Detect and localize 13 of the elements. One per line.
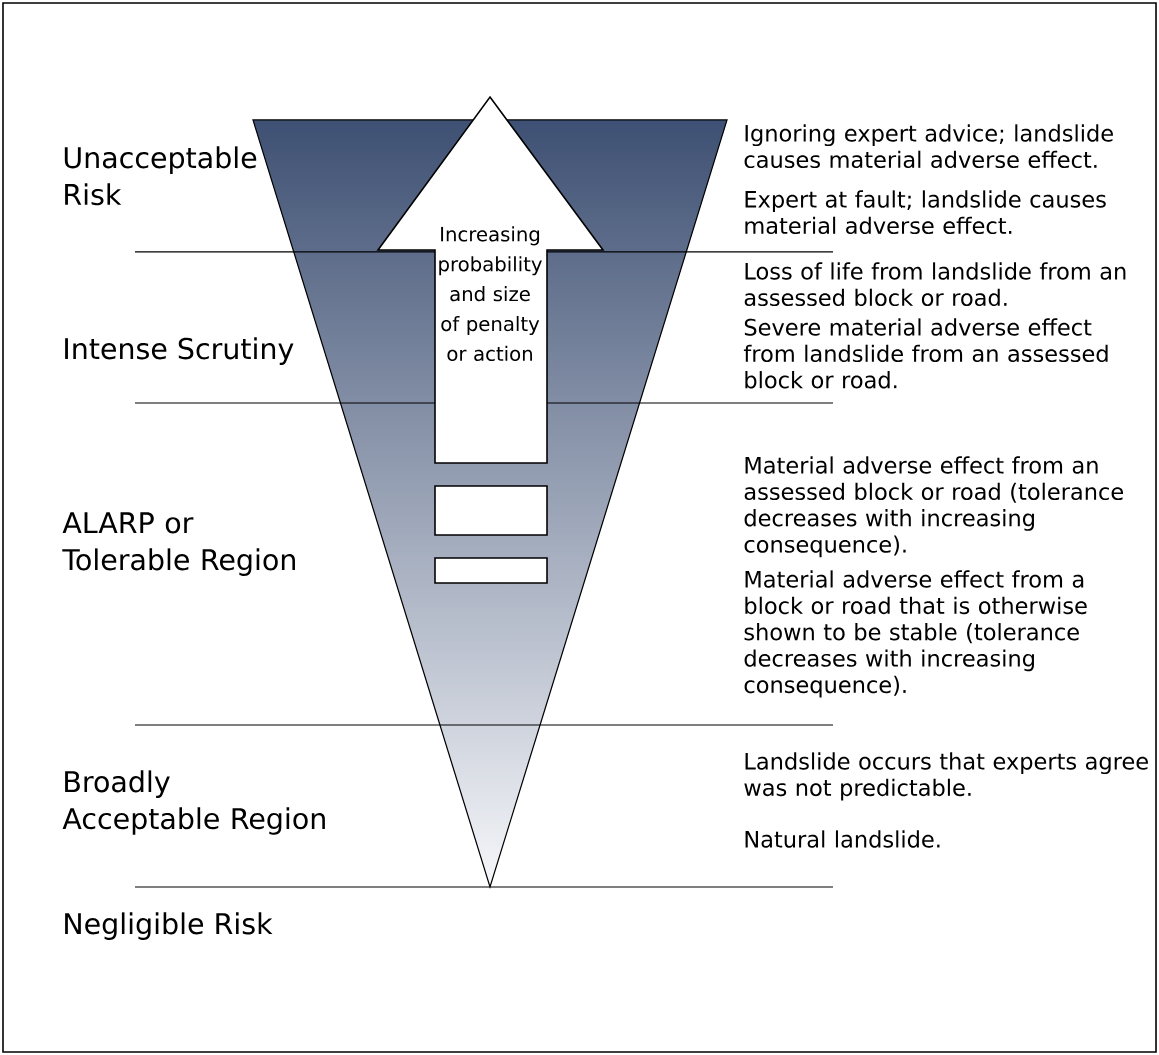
- region-label: Intense Scrutiny: [65, 337, 294, 365]
- region-label: Broadly Acceptable Region: [62, 770, 325, 835]
- region-label: ALARP or Tolerable Region: [62, 512, 295, 576]
- note-text: Expert at fault; landslide causes material adverse effect.: [745, 190, 1106, 235]
- region-label: Negligible Risk: [65, 912, 273, 940]
- note-text: Landslide occurs that experts agree was not predictable.: [744, 752, 1148, 801]
- note-text: Material adverse effect from an assessed block or road (tolerance decreases with increasing consequence).: [744, 456, 1123, 558]
- note-text: Material adverse effect from a block or road that is otherwise shown to be stable (tolerance decreases with increasing consequence).: [744, 570, 1087, 698]
- note-text: Ignoring expert advice; landslide causes material adverse effect.: [744, 124, 1113, 169]
- note-text: Natural landslide.: [745, 830, 940, 848]
- note-text: Loss of life from landslide from an assessed block or road.: [744, 262, 1126, 307]
- region-label: Unacceptable Risk: [64, 146, 257, 206]
- note-text: Severe material adverse effect from landslide from an assessed block or road.: [743, 318, 1108, 389]
